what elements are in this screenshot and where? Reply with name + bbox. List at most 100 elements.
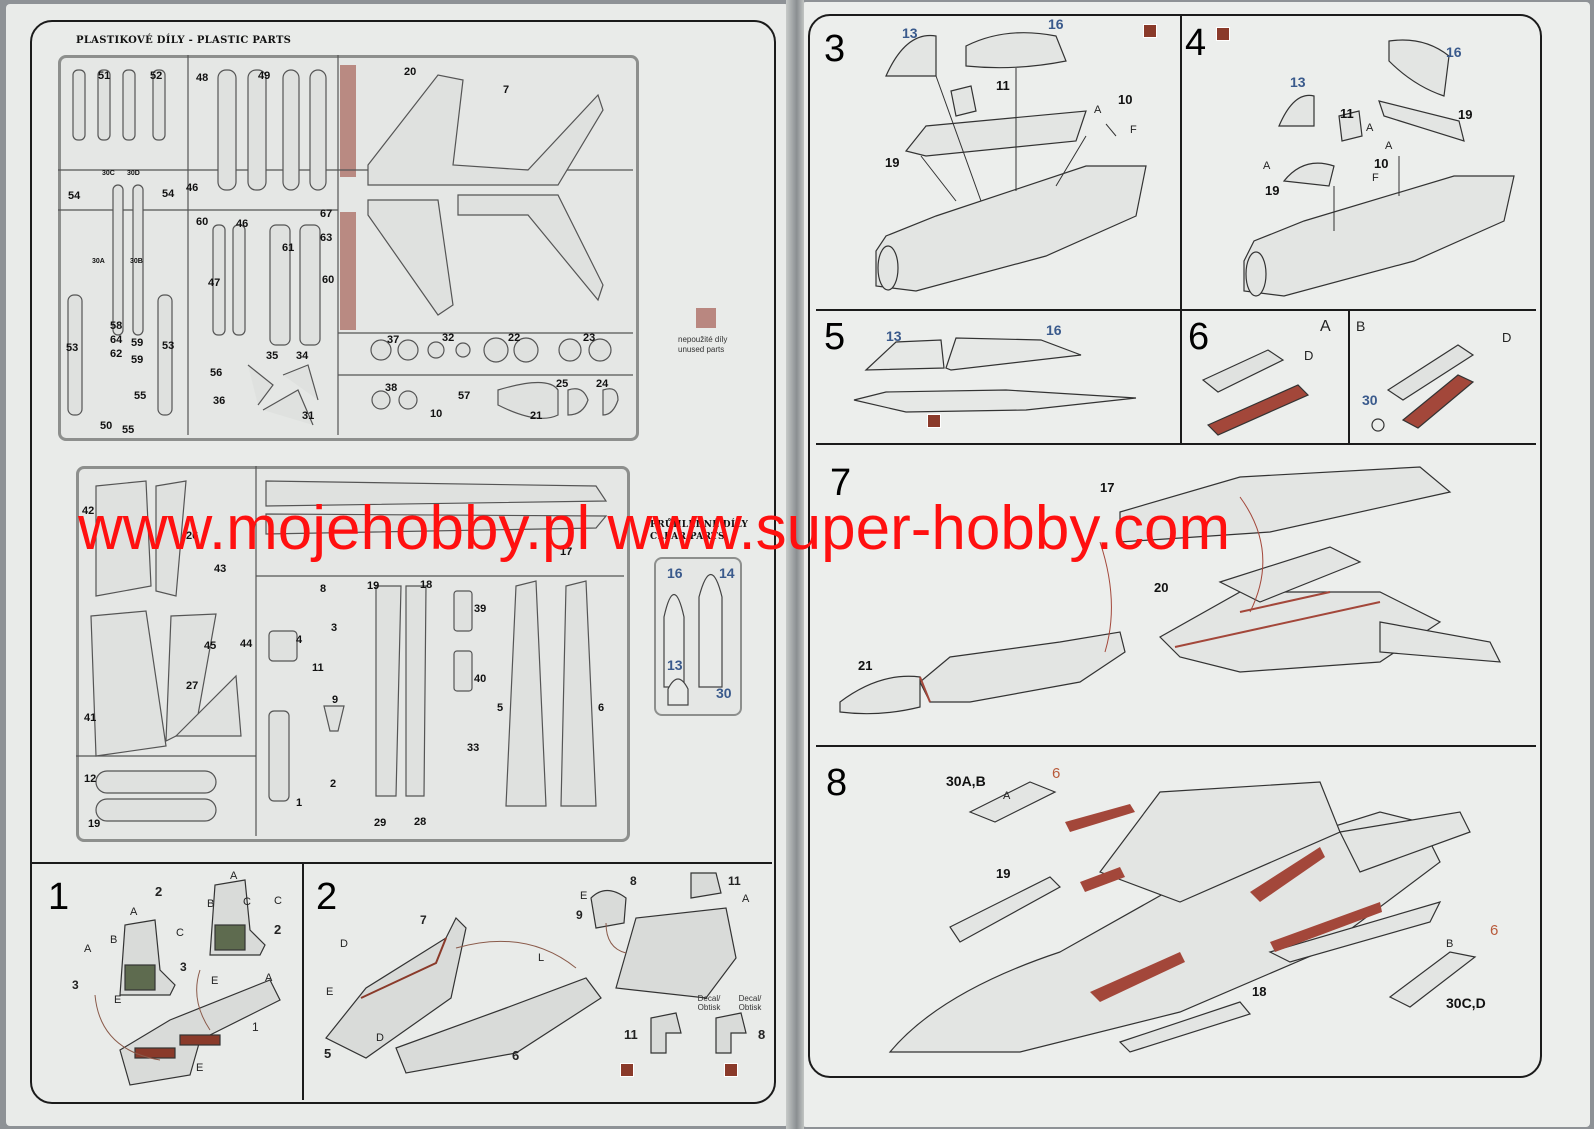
step-6-part: 30 <box>1362 392 1378 408</box>
paint-marker <box>1216 27 1230 41</box>
step-4-part: 16 <box>1446 44 1462 60</box>
step-8-drawing <box>888 781 1477 1053</box>
paint-marker <box>927 414 941 428</box>
part-num: 53 <box>162 340 175 352</box>
step-4-number: 4 <box>1185 22 1207 64</box>
step-8-part: 19 <box>996 866 1011 881</box>
part-num: 22 <box>508 332 521 344</box>
part-num: 46 <box>236 218 249 230</box>
step-6-letter: D <box>1304 348 1314 363</box>
clear-part-num: 14 <box>719 565 735 581</box>
step-3-part: 19 <box>885 155 900 170</box>
step-1-label: B <box>207 898 215 910</box>
step-2-label: D <box>340 938 348 950</box>
step-1-label: A <box>84 943 92 955</box>
step-2-label: 9 <box>576 908 583 922</box>
part-num: 29 <box>374 817 387 829</box>
step-divider-v <box>302 862 304 1100</box>
step-1-label: 1 <box>252 1020 259 1034</box>
row-divider-2 <box>816 443 1536 445</box>
part-num: 61 <box>282 242 295 254</box>
step-1-label: 2 <box>155 884 163 899</box>
unused-parts-swatch <box>696 308 716 328</box>
part-num: 46 <box>186 182 199 194</box>
step-8-letter: B <box>1446 938 1454 950</box>
step-7-number: 7 <box>830 462 852 504</box>
step-6-letter: A <box>1320 318 1331 335</box>
step-2-label: 11 <box>624 1027 638 1042</box>
sprue-lower-drawing <box>76 466 624 836</box>
part-num: 32 <box>442 332 455 344</box>
part-num: 31 <box>302 410 315 422</box>
part-num: 1 <box>296 797 303 809</box>
step-2-label: A <box>742 893 750 905</box>
clear-parts-title-cz: PRŮHLEDNÉ DÍLY <box>650 520 749 530</box>
part-num: 55 <box>122 424 135 436</box>
part-num: 5 <box>497 702 504 714</box>
part-num: 34 <box>296 350 309 362</box>
step-6-drawing <box>1201 344 1475 436</box>
part-num: 10 <box>430 408 443 420</box>
part-num: 23 <box>583 332 596 344</box>
part-num: 28 <box>414 816 427 828</box>
unused-parts-highlight-2 <box>340 212 356 330</box>
part-num: 51 <box>98 70 111 82</box>
watermark: www.mojehobby.pl www.super-hobby.com <box>78 494 1231 563</box>
part-num: 8 <box>320 583 327 595</box>
part-num: 27 <box>186 680 199 692</box>
step-5-part: 16 <box>1046 322 1062 338</box>
steps-frame <box>808 14 1542 1078</box>
step-divider-h <box>32 862 772 864</box>
part-num: 50 <box>100 420 113 432</box>
part-num: 54 <box>68 190 81 202</box>
part-num: 11 <box>312 662 324 674</box>
part-num: 9 <box>332 694 339 706</box>
step-4-letter: F <box>1372 172 1379 184</box>
part-num: 60 <box>196 216 209 228</box>
part-num: 2 <box>330 778 337 790</box>
step-1-label: 3 <box>180 960 187 974</box>
step-4-letter: A <box>1366 122 1374 134</box>
part-num: 35 <box>266 350 279 362</box>
step-1-label: B <box>110 934 118 946</box>
part-num: 20 <box>404 66 417 78</box>
step-8-part: 30A,B <box>946 773 986 789</box>
unused-parts-label-en: unused parts <box>678 345 725 354</box>
part-num: 21 <box>530 410 543 422</box>
part-num: 4 <box>296 634 303 646</box>
part-num: 38 <box>385 382 398 394</box>
step-7-part: 20 <box>1154 580 1169 595</box>
step-5-part: 13 <box>886 328 902 344</box>
step-8-paint: 6 <box>1052 765 1061 782</box>
row-divider-1 <box>816 309 1536 311</box>
clear-sprue-drawing <box>663 574 723 706</box>
part-num: 41 <box>84 712 97 724</box>
part-num: 19 <box>367 580 380 592</box>
step-1-number: 1 <box>48 876 70 918</box>
step-8-letter: A <box>1003 790 1011 802</box>
part-num: 19 <box>88 818 101 830</box>
step-4-drawing <box>1243 39 1515 297</box>
step-4-letter: A <box>1263 160 1271 172</box>
step-1-label: C <box>243 896 251 908</box>
step-8-paint: 6 <box>1490 922 1499 939</box>
part-num: 44 <box>240 638 253 650</box>
clear-part-num: 13 <box>667 657 683 673</box>
row-divider-3 <box>816 745 1536 747</box>
step-3-letter: F <box>1130 124 1137 136</box>
part-num: 39 <box>474 603 487 615</box>
part-num: 25 <box>556 378 569 390</box>
step-3-part: 11 <box>996 78 1010 93</box>
step-2-label: 7 <box>420 913 427 927</box>
part-num: 63 <box>320 232 333 244</box>
part-num: 59 <box>131 337 144 349</box>
paint-marker <box>1143 24 1157 38</box>
part-num: 47 <box>208 277 221 289</box>
part-num: 67 <box>320 208 333 220</box>
part-num: 24 <box>596 378 609 390</box>
decal-label: Decal/ Obtisk <box>697 994 721 1012</box>
part-num: 58 <box>110 320 123 332</box>
step-1-label: E <box>211 975 219 987</box>
clear-part-num: 16 <box>667 565 683 581</box>
part-num: 7 <box>503 84 510 96</box>
